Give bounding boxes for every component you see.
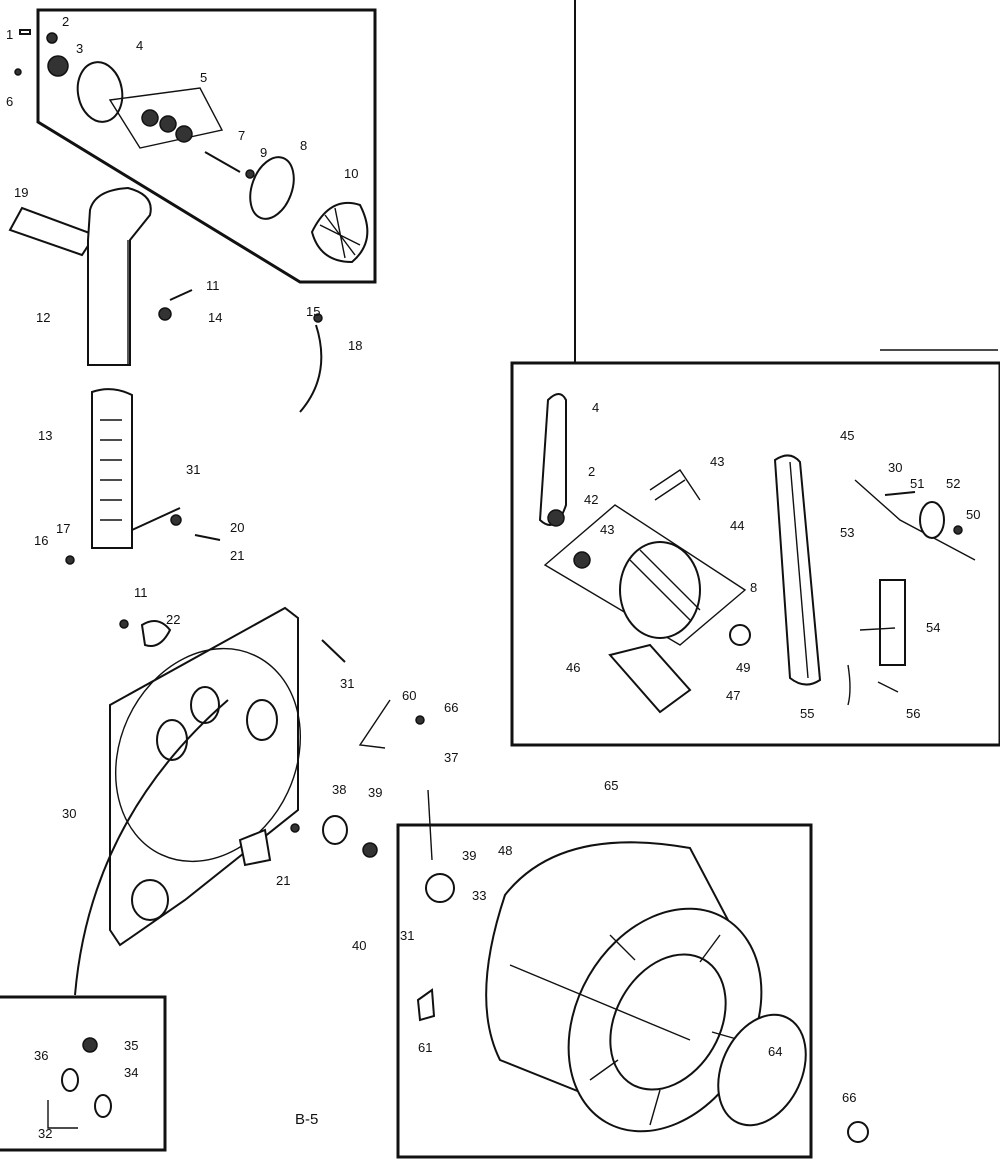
exhaust-duct-heater-group (8, 186, 323, 565)
label-32: 32 (38, 1126, 52, 1141)
label-6: 6 (6, 94, 13, 109)
label-4-box: 4 (592, 400, 599, 415)
label-15: 15 (306, 304, 320, 319)
label-40: 40 (352, 938, 366, 953)
label-1: 1 (6, 27, 13, 42)
label-22: 22 (166, 612, 180, 627)
motor-belt-box (510, 0, 1000, 747)
label-65: 65 (604, 778, 618, 793)
label-42: 42 (584, 492, 598, 507)
label-60: 60 (402, 688, 416, 703)
label-53: 53 (840, 525, 854, 540)
label-11-top: 11 (206, 278, 220, 293)
label-56: 56 (906, 706, 920, 721)
label-20: 20 (230, 520, 244, 535)
label-36: 36 (34, 1048, 48, 1063)
label-12: 12 (36, 310, 50, 325)
label-30-box: 30 (888, 460, 902, 475)
label-55: 55 (800, 706, 814, 721)
label-10: 10 (344, 166, 358, 181)
label-8-box: 8 (750, 580, 757, 595)
label-21-bottom: 21 (276, 873, 290, 888)
label-52: 52 (946, 476, 960, 491)
label-66-bottom: 66 (842, 1090, 856, 1105)
label-16: 16 (34, 533, 48, 548)
label-17: 17 (56, 521, 70, 536)
label-30: 30 (62, 806, 76, 821)
label-31-mid: 31 (340, 676, 354, 691)
label-66: 66 (444, 700, 458, 715)
label-38: 38 (332, 782, 346, 797)
label-51: 51 (910, 476, 924, 491)
label-33: 33 (472, 888, 486, 903)
label-4: 4 (136, 38, 143, 53)
label-2: 2 (62, 14, 69, 29)
wiring-inset-box (0, 995, 167, 1152)
label-8: 8 (300, 138, 307, 153)
label-18: 18 (348, 338, 362, 353)
label-14: 14 (208, 310, 222, 325)
label-37: 37 (444, 750, 458, 765)
label-61: 61 (418, 1040, 432, 1055)
label-43: 43 (600, 522, 614, 537)
label-49: 49 (736, 660, 750, 675)
label-39-right: 39 (462, 848, 476, 863)
blower-assembly-box (14, 8, 377, 284)
label-46: 46 (566, 660, 580, 675)
label-11-mid: 11 (134, 585, 148, 600)
label-64: 64 (768, 1044, 782, 1059)
drum-support-rollers (322, 699, 455, 903)
drum-assembly-box (396, 823, 869, 1159)
label-43-top: 43 (710, 454, 724, 469)
label-7: 7 (238, 128, 245, 143)
label-50: 50 (966, 507, 980, 522)
label-34: 34 (124, 1065, 138, 1080)
label-3: 3 (76, 41, 83, 56)
label-54: 54 (926, 620, 940, 635)
label-35: 35 (124, 1038, 138, 1053)
label-44: 44 (730, 518, 744, 533)
label-48: 48 (498, 843, 512, 858)
rear-bulkhead (74, 606, 346, 996)
label-47: 47 (726, 688, 740, 703)
label-21-top: 21 (230, 548, 244, 563)
label-9: 9 (260, 145, 267, 160)
label-39-left: 39 (368, 785, 382, 800)
label-2-box: 2 (588, 464, 595, 479)
label-5: 5 (200, 70, 207, 85)
label-45: 45 (840, 428, 854, 443)
label-31-top: 31 (186, 462, 200, 477)
label-19: 19 (14, 185, 28, 200)
label-31-right: 31 (400, 928, 414, 943)
label-13: 13 (38, 428, 52, 443)
figure-code: B-5 (295, 1111, 318, 1128)
part-number-labels: 1 2 3 4 5 6 7 8 9 10 11 12 13 14 15 16 1… (6, 14, 980, 1141)
